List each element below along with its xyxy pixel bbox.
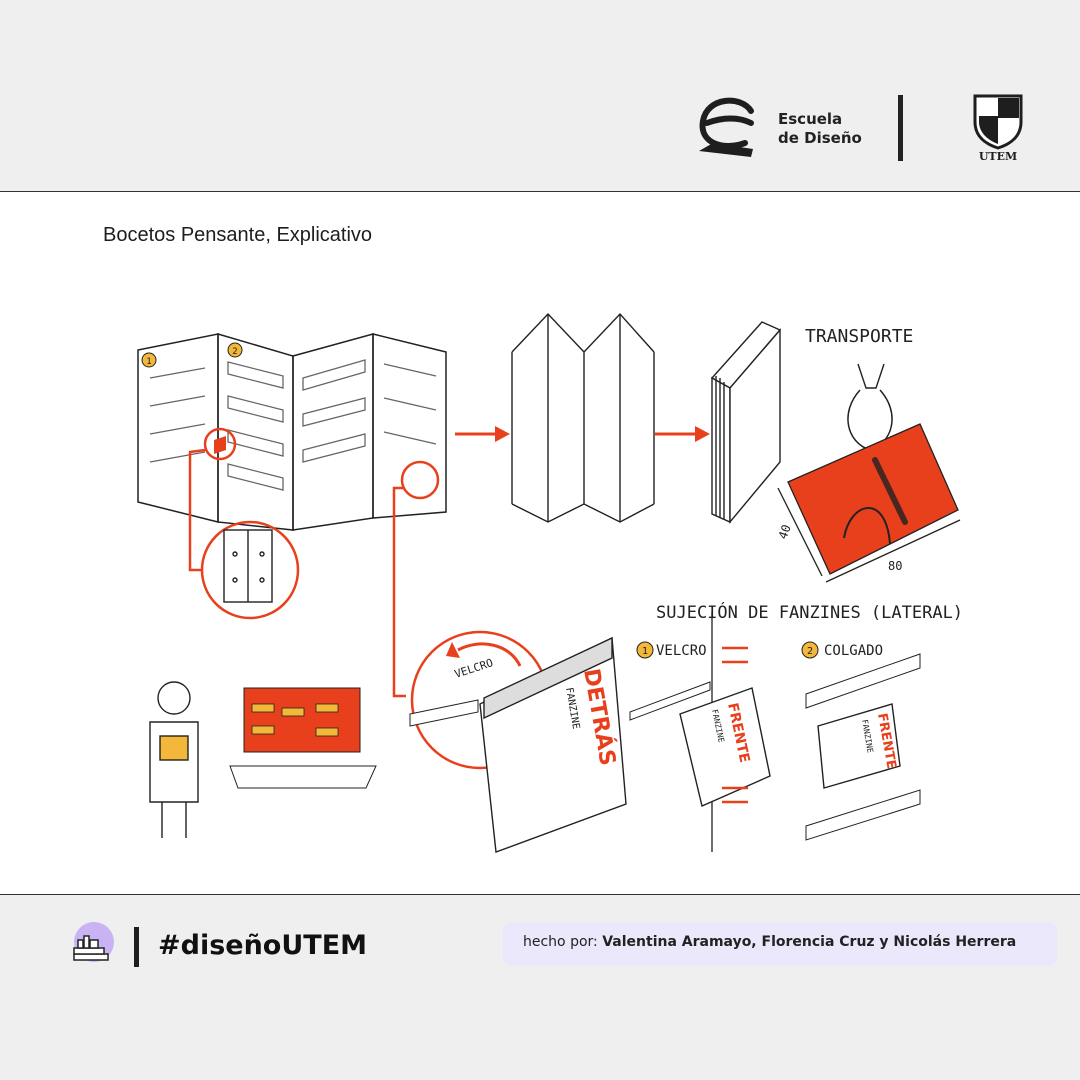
university-name: UTEM xyxy=(979,150,1017,163)
fanzine-back xyxy=(479,636,627,853)
option2-badge xyxy=(801,641,819,659)
credits-text: hecho por: Valentina Aramayo, Florencia … xyxy=(523,934,1016,950)
books-icon xyxy=(73,922,114,962)
school-name: Escuela de Diseño xyxy=(778,110,862,148)
transport-label: TRANSPORTE xyxy=(805,326,913,347)
option1-label: VELCRO xyxy=(656,643,707,659)
transport-bag xyxy=(777,363,961,583)
fastening-title: SUJECIÓN DE FANZINES (LATERAL) xyxy=(656,601,963,623)
fanzine-front-velcro xyxy=(629,612,771,852)
credits-names: Valentina Aramayo, Florencia Cruz y Nico… xyxy=(602,934,1017,950)
unfolded-panels xyxy=(137,332,447,531)
dimension-width: 80 xyxy=(888,559,902,573)
process-arrows xyxy=(455,426,710,442)
panel-number-2: 2 xyxy=(232,347,237,357)
velcro-arc-label: VELCRO xyxy=(453,656,495,681)
option1-badge xyxy=(636,641,654,659)
credits-box: hecho por: Valentina Aramayo, Florencia … xyxy=(503,922,1057,966)
footer-divider xyxy=(134,927,139,967)
closed-stack xyxy=(710,321,782,524)
hinge-detail xyxy=(188,427,440,698)
header: Escuela de Diseño UTEM xyxy=(0,0,1080,192)
school-name-line2: de Diseño xyxy=(778,129,862,147)
dimension-height: 40 xyxy=(776,523,794,541)
sketch-panel: Bocetos Pensante, Explicativo 1 2 xyxy=(0,192,1080,895)
header-divider xyxy=(898,95,903,161)
option2-label: COLGADO xyxy=(824,643,883,659)
hinge-marker xyxy=(214,436,226,454)
page-title: Bocetos Pensante, Explicativo xyxy=(103,224,373,246)
hinge-sketch xyxy=(223,529,273,603)
panel-number-1: 1 xyxy=(146,357,151,367)
utem-shield-logo: UTEM xyxy=(973,94,1023,163)
school-name-line1: Escuela xyxy=(778,110,843,128)
mini-display xyxy=(229,687,377,789)
option2-number: 2 xyxy=(807,646,813,657)
option1-number: 1 xyxy=(642,646,648,657)
credits-prefix: hecho por: xyxy=(523,934,598,950)
sketch-illustration: 1 2 xyxy=(137,312,963,853)
panel-number-badges: 1 2 xyxy=(141,342,243,368)
folded-zigzag xyxy=(511,312,655,523)
fanzine-hanging xyxy=(805,653,921,841)
person-reading xyxy=(149,681,199,838)
escuela-e-logo xyxy=(699,97,754,157)
hashtag: #diseñoUTEM xyxy=(158,930,368,961)
